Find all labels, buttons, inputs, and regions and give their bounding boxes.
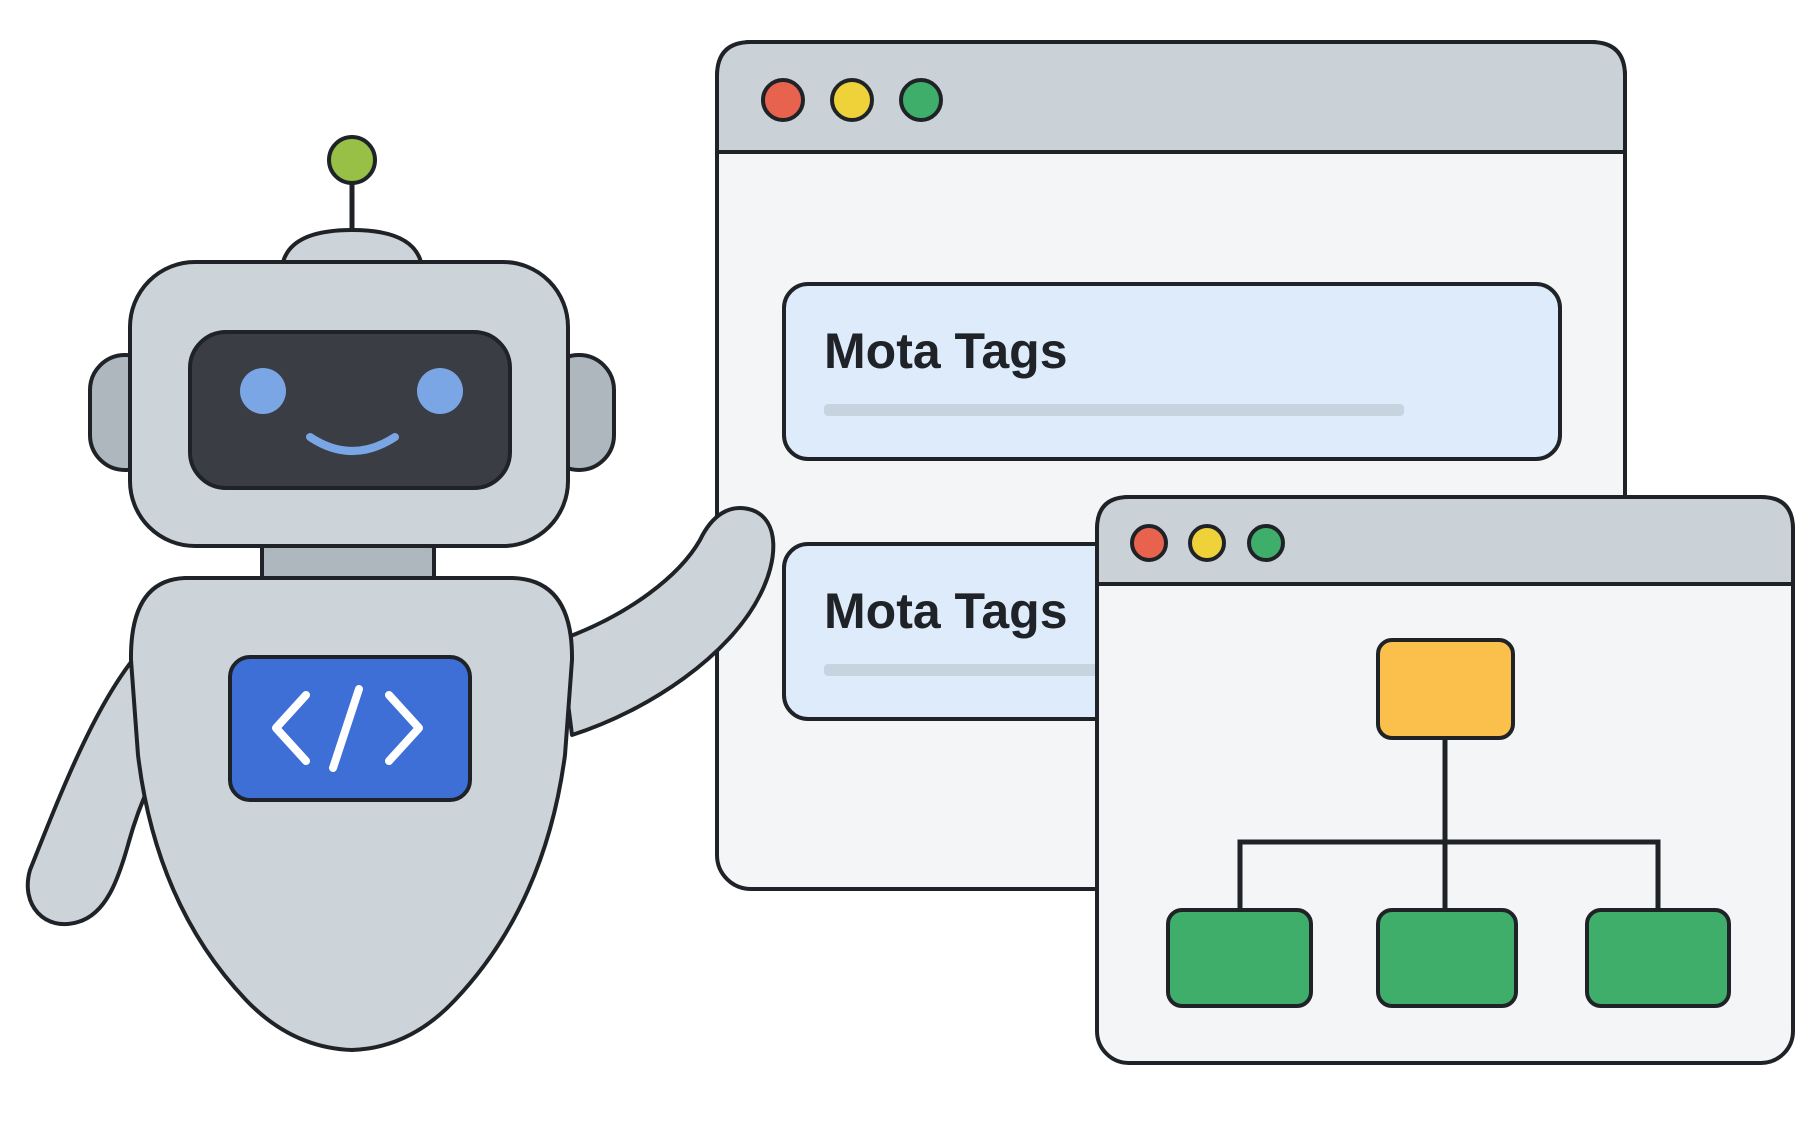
back-window-maximize-dot bbox=[899, 78, 943, 122]
front-window-titlebar bbox=[1095, 495, 1795, 586]
code-brackets-glyph bbox=[272, 685, 423, 772]
robot-right-arm bbox=[558, 506, 776, 737]
robot-visor bbox=[188, 330, 512, 490]
robot-head-dome bbox=[280, 227, 424, 264]
hierarchy-connectors bbox=[1237, 738, 1661, 910]
robot-smile bbox=[306, 433, 399, 455]
meta-tag-card-title: Mota Tags bbox=[824, 323, 1068, 379]
robot-body bbox=[128, 576, 575, 1052]
back-window-titlebar bbox=[715, 40, 1627, 154]
hierarchy-child-node bbox=[1376, 908, 1518, 1008]
meta-tag-card-line bbox=[824, 664, 1164, 676]
meta-tag-card-title: Mota Tags bbox=[824, 583, 1068, 639]
back-window-close-dot bbox=[761, 78, 805, 122]
hierarchy-top-node bbox=[1376, 638, 1515, 740]
front-window-minimize-dot bbox=[1188, 524, 1226, 562]
meta-tag-card: Mota Tags bbox=[782, 282, 1562, 461]
robot-right-eye bbox=[417, 368, 463, 414]
front-window-close-dot bbox=[1130, 524, 1168, 562]
hierarchy-diagram-icon bbox=[1166, 638, 1731, 1008]
front-window-maximize-dot bbox=[1247, 524, 1285, 562]
robot-left-eye bbox=[240, 368, 286, 414]
meta-tag-card-line bbox=[824, 404, 1404, 416]
code-brackets-icon bbox=[228, 655, 472, 802]
robot-antenna-tip bbox=[327, 135, 377, 185]
back-window-minimize-dot bbox=[830, 78, 874, 122]
hierarchy-child-node bbox=[1166, 908, 1313, 1008]
front-browser-window bbox=[1095, 495, 1795, 1065]
hierarchy-child-node bbox=[1585, 908, 1731, 1008]
robot-mascot bbox=[25, 135, 776, 1052]
